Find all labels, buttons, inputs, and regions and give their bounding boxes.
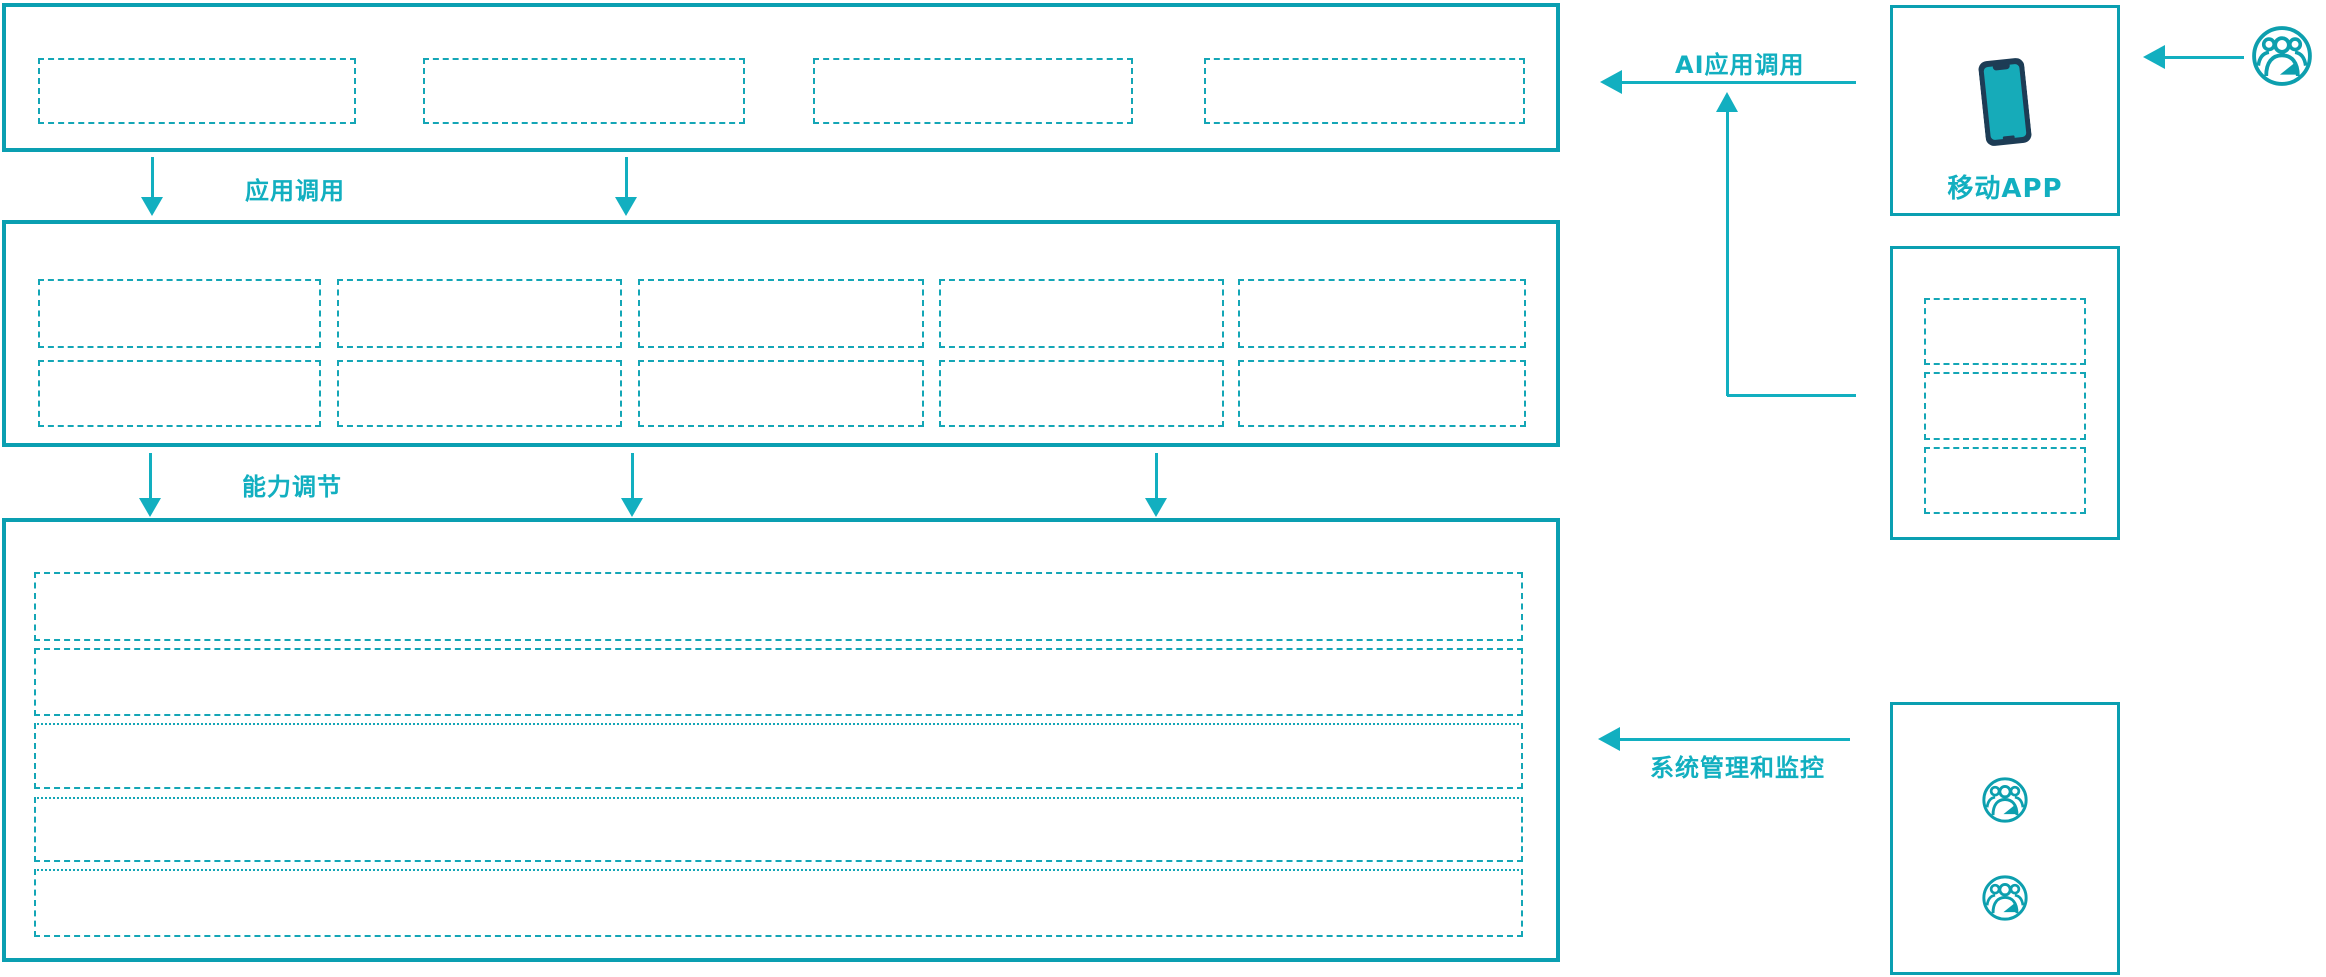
mobile-app-label: 移动APP xyxy=(1947,174,2063,204)
application-placeholder-3 xyxy=(813,58,1133,124)
capability-adjust-arrow-shaft-3 xyxy=(1155,453,1158,499)
app-call-arrow-shaft-1 xyxy=(151,157,154,199)
capability-placeholder-r1c1 xyxy=(38,279,321,348)
platform-row-2 xyxy=(34,648,1523,716)
capability-adjust-arrow-shaft-2 xyxy=(631,453,634,499)
platform-row-4 xyxy=(34,797,1523,862)
application-placeholder-4 xyxy=(1204,58,1525,124)
platform-layer-box xyxy=(2,518,1560,962)
external-user-arrow-line xyxy=(2164,56,2244,59)
platform-row-3 xyxy=(34,723,1523,789)
app-stack-placeholder-1 xyxy=(1924,298,2086,365)
admin-box xyxy=(1890,702,2120,975)
application-layer-box xyxy=(2,3,1560,152)
capability-adjust-arrowhead-1 xyxy=(139,498,161,517)
app-call-arrowhead-1 xyxy=(141,197,163,216)
user-group-icon xyxy=(2249,23,2315,89)
capability-placeholder-r2c4 xyxy=(939,360,1224,427)
capability-placeholder-r1c3 xyxy=(638,279,924,348)
capability-placeholder-r2c5 xyxy=(1238,360,1526,427)
app-stack-up-arrowhead xyxy=(1716,92,1738,112)
smartphone-icon xyxy=(1978,56,2033,148)
capability-placeholder-r2c3 xyxy=(638,360,924,427)
app-call-arrow-shaft-2 xyxy=(625,157,628,199)
capability-placeholder-r2c2 xyxy=(337,360,622,427)
ai-app-call-arrow-line xyxy=(1621,81,1856,84)
app-stack-connector-vertical xyxy=(1726,111,1729,396)
app-call-arrowhead-2 xyxy=(615,197,637,216)
capability-placeholder-r1c5 xyxy=(1238,279,1526,348)
platform-row-1 xyxy=(34,572,1523,641)
app-stack-placeholder-2 xyxy=(1924,372,2086,440)
mobile-app-box: 移动APP xyxy=(1890,5,2120,216)
application-placeholder-2 xyxy=(423,58,745,124)
system-admin-arrow-line xyxy=(1620,738,1850,741)
capability-placeholder-r1c2 xyxy=(337,279,622,348)
system-admin-label: 系统管理和监控 xyxy=(1650,754,1825,782)
app-stack-connector-horizontal xyxy=(1727,394,1856,397)
capability-layer-box xyxy=(2,220,1560,447)
capability-placeholder-r2c1 xyxy=(38,360,321,427)
app-stack-placeholder-3 xyxy=(1924,447,2086,514)
application-placeholder-1 xyxy=(38,58,356,124)
capability-placeholder-r1c4 xyxy=(939,279,1224,348)
ai-app-call-arrowhead xyxy=(1600,70,1622,94)
capability-adjust-arrow-shaft-1 xyxy=(149,453,152,499)
user-group-icon xyxy=(1980,873,2030,923)
capability-adjust-arrowhead-3 xyxy=(1145,498,1167,517)
platform-row-5 xyxy=(34,869,1523,937)
capability-adjust-label: 能力调节 xyxy=(242,473,342,501)
capability-adjust-arrowhead-2 xyxy=(621,498,643,517)
system-admin-arrowhead xyxy=(1598,727,1620,751)
ai-app-call-label: AI应用调用 xyxy=(1675,51,1805,79)
external-user-arrowhead xyxy=(2143,45,2165,69)
app-call-label: 应用调用 xyxy=(245,177,345,205)
app-stack-box xyxy=(1890,246,2120,540)
user-group-icon xyxy=(1980,775,2030,825)
